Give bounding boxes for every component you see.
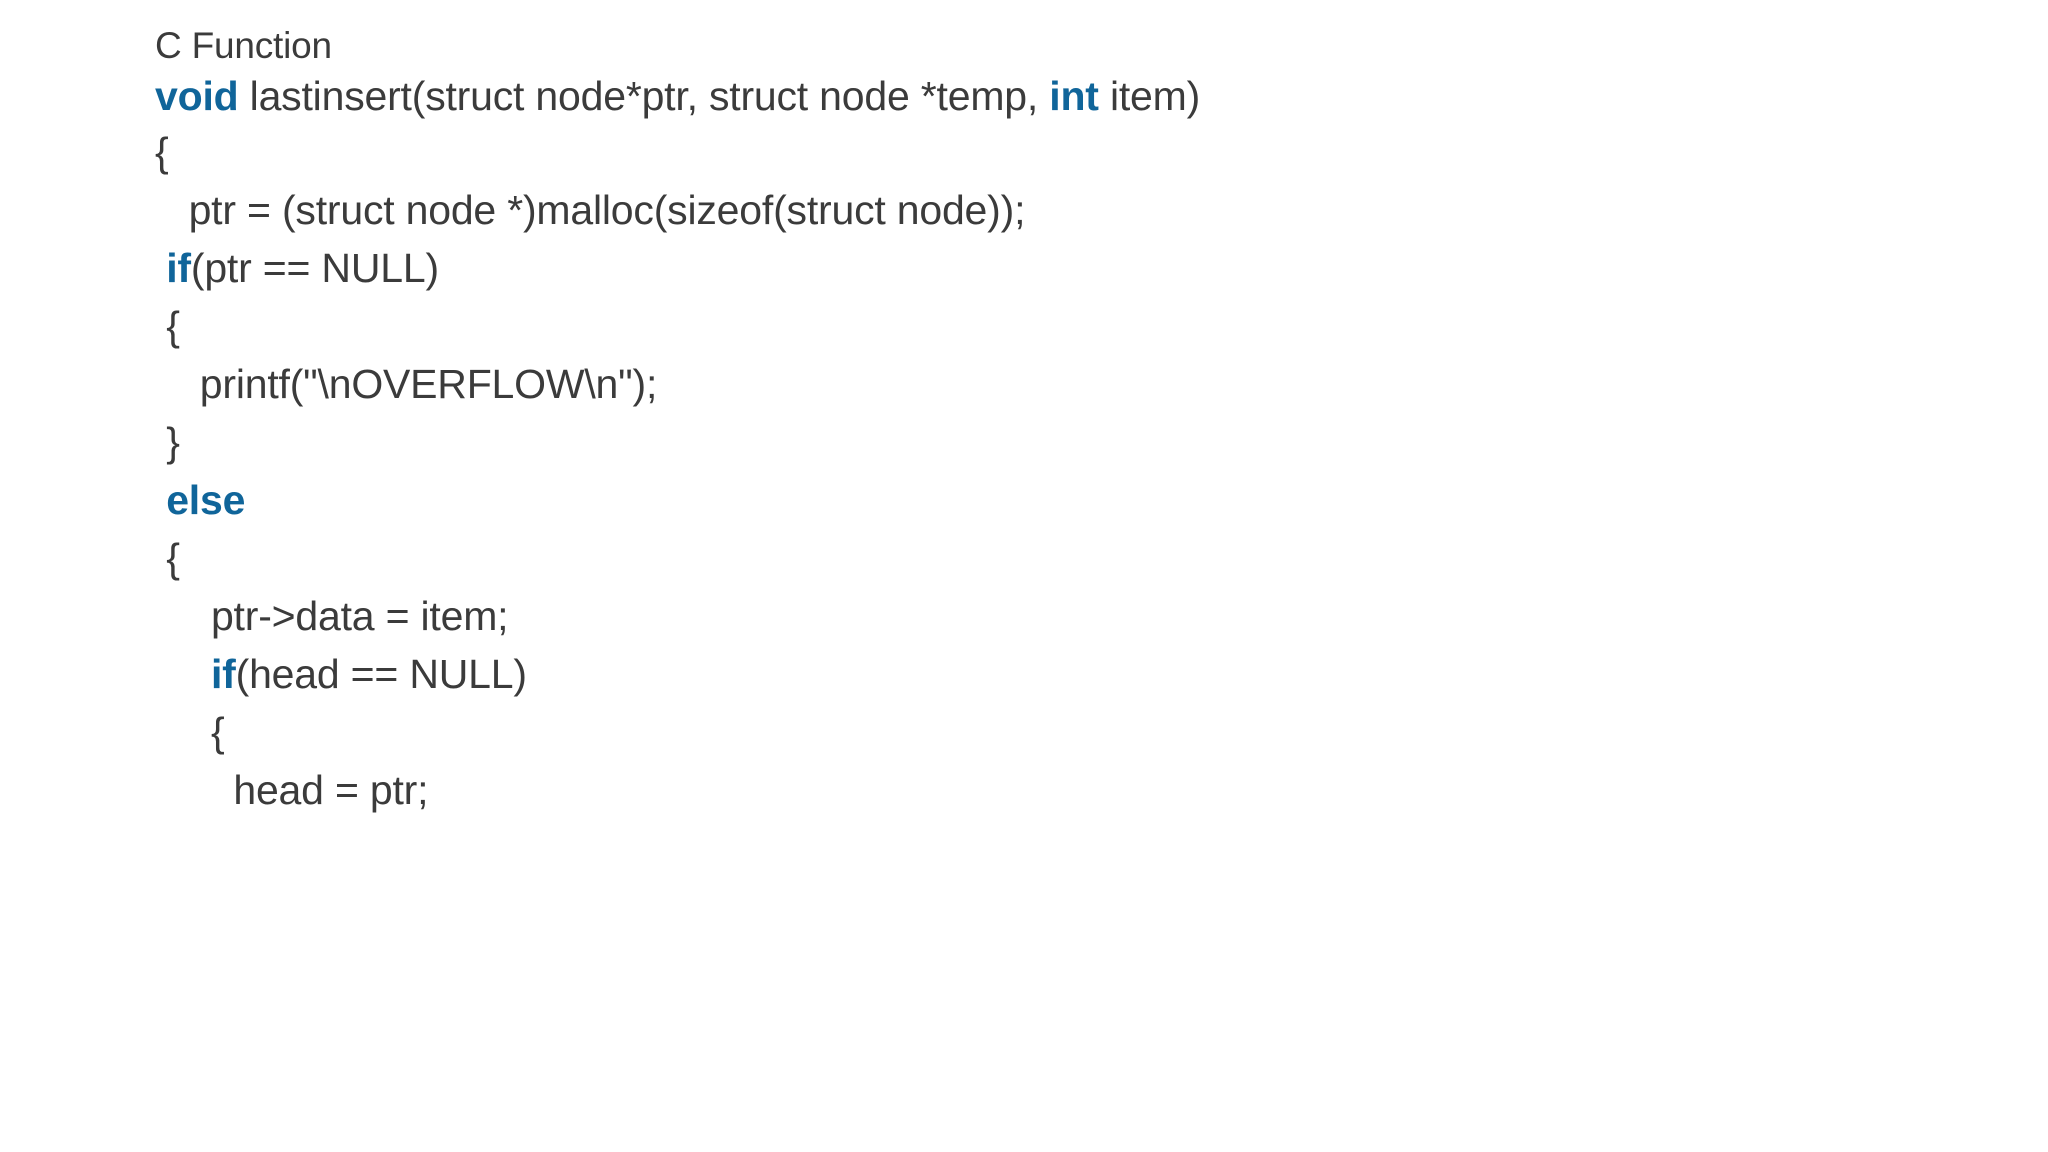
code-keyword: else [166,477,246,523]
code-text: } [155,419,180,465]
code-line: if(head == NULL) [155,645,1955,703]
code-text [155,651,211,697]
code-text: item) [1098,73,1201,119]
code-text: C Function [155,25,332,66]
code-keyword: if [210,651,236,697]
code-line: ptr = (struct node *)malloc(sizeof(struc… [155,181,1955,239]
code-line: void lastinsert(struct node*ptr, struct … [155,69,1955,123]
code-keyword: int [1049,73,1099,119]
code-line: { [155,703,1955,761]
code-text: { [155,709,225,755]
code-text: { [155,129,169,175]
code-line: head = ptr; [155,761,1955,819]
code-keyword: if [166,245,191,291]
code-text [155,245,166,291]
code-title: C Function [155,22,1955,69]
code-text: { [155,303,180,349]
code-text: lastinsert(struct node*ptr, struct node … [238,73,1050,119]
code-text: printf("\nOVERFLOW\n"); [155,361,658,407]
code-line: printf("\nOVERFLOW\n"); [155,355,1955,413]
code-line: { [155,123,1955,181]
code-line: { [155,529,1955,587]
code-text: ptr = (struct node *)malloc(sizeof(struc… [155,187,1026,233]
code-line: } [155,413,1955,471]
code-text: (head == NULL) [235,651,527,697]
code-text: ptr->data = item; [155,593,509,639]
code-text [155,477,166,523]
code-keyword: void [155,73,239,119]
code-line: { [155,297,1955,355]
code-text: (ptr == NULL) [190,245,439,291]
code-line: else [155,471,1955,529]
code-text: { [155,535,180,581]
code-text: head = ptr; [155,767,429,813]
code-line: ptr->data = item; [155,587,1955,645]
code-line: if(ptr == NULL) [155,239,1955,297]
